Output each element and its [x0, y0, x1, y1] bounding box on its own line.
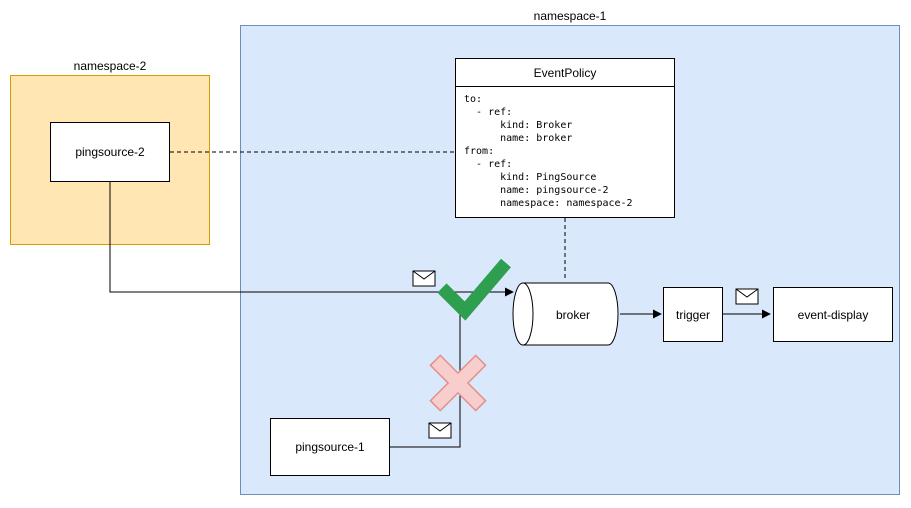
node-trigger-label: trigger — [675, 307, 710, 322]
envelope-icon — [735, 288, 759, 305]
event-policy-yaml: to: - ref: kind: Broker name: broker fro… — [464, 94, 633, 209]
broker-cylinder — [512, 282, 619, 346]
event-policy-box: EventPolicy to: - ref: kind: Broker name… — [455, 58, 675, 218]
cross-icon — [429, 354, 487, 412]
node-pingsource-1: pingsource-1 — [270, 418, 390, 476]
node-pingsource-2: pingsource-2 — [50, 122, 170, 182]
node-event-display-label: event-display — [797, 307, 869, 322]
node-event-display: event-display — [773, 287, 893, 342]
envelope-icon — [428, 422, 452, 439]
checkmark-icon — [437, 258, 511, 321]
node-pingsource-1-label: pingsource-1 — [295, 440, 365, 454]
edge-pingsource1-broker — [390, 302, 461, 448]
envelope-icon — [412, 270, 436, 287]
namespace-2-label: namespace-2 — [73, 59, 147, 73]
node-trigger: trigger — [663, 287, 723, 342]
edge-pingsource2-broker — [109, 182, 514, 297]
node-broker-label: broker — [555, 307, 590, 322]
namespace-1-label: namespace-1 — [533, 9, 607, 23]
event-policy-title: EventPolicy — [456, 59, 674, 87]
node-pingsource-2-label: pingsource-2 — [75, 145, 145, 159]
